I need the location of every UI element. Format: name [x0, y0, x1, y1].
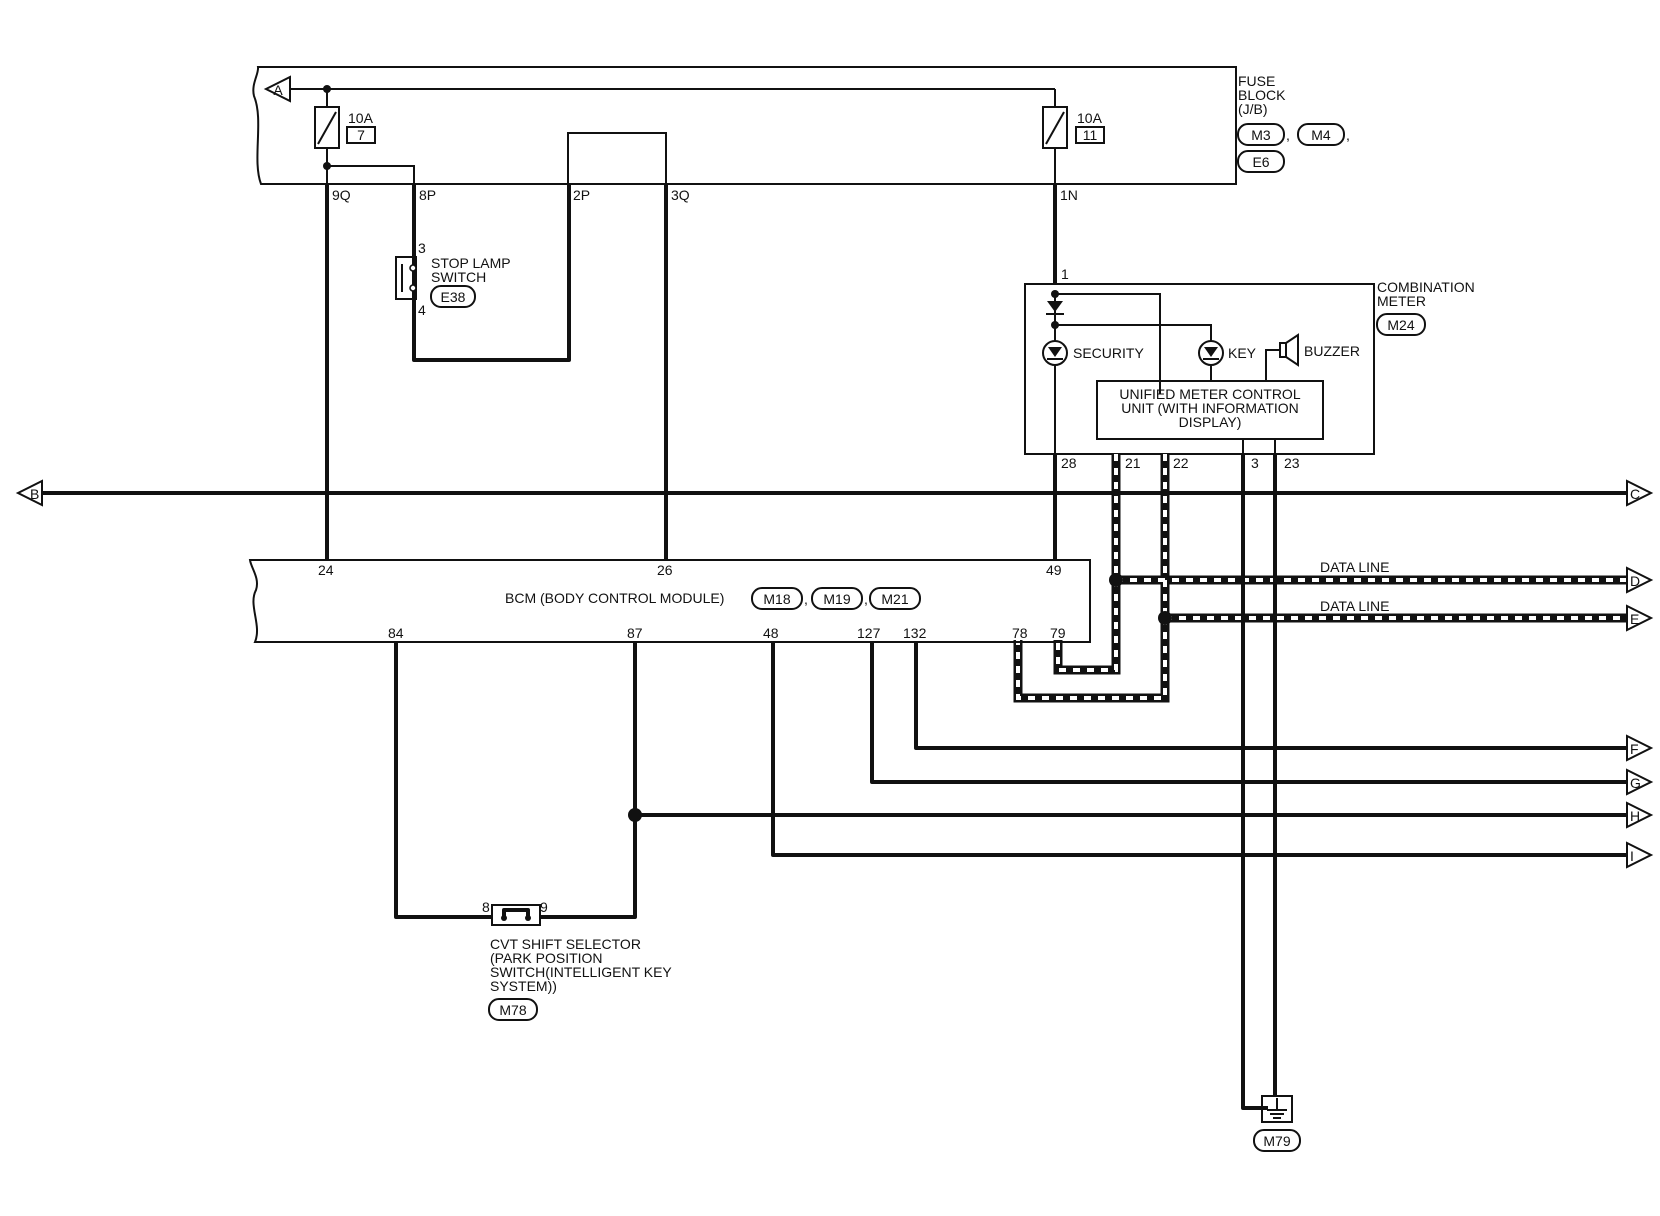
meter-pin-1: 1: [1061, 266, 1069, 282]
meter-pin-21: 21: [1125, 455, 1141, 471]
data-line-label-e: DATA LINE: [1320, 598, 1390, 614]
meter-pin-22: 22: [1173, 455, 1189, 471]
fuse-terminal-9q: 9Q: [332, 187, 351, 203]
fuse-11-icon: [1042, 106, 1068, 149]
continuation-label-f: F: [1630, 741, 1639, 757]
bcm-pin-49: 49: [1046, 562, 1062, 578]
stop-lamp-switch-label: STOP LAMP: [431, 255, 511, 271]
continuation-label-c: C: [1630, 486, 1640, 502]
continuation-label-g: G: [1630, 775, 1641, 791]
bcm-pin-84: 84: [388, 625, 404, 641]
fuse-connector-m3: M3: [1251, 127, 1271, 143]
fuse-block-title-2: BLOCK: [1238, 87, 1286, 103]
combination-meter-title: COMBINATION: [1377, 279, 1475, 295]
stop-lamp-pin-4: 4: [418, 302, 426, 318]
ground-icon: [1261, 1095, 1293, 1123]
bcm-pin-26: 26: [657, 562, 673, 578]
bcm-connector-m18: M18: [763, 591, 790, 607]
continuation-label-b: B: [30, 486, 39, 502]
cvt-shift-selector: 8 9 CVT SHIFT SELECTOR (PARK POSITION SW…: [394, 642, 672, 1021]
combination-meter: 1 SECURITY KEY BUZZER: [1024, 266, 1475, 471]
cvt-selector-label-4: SYSTEM)): [490, 978, 557, 994]
fuse-terminal-3q: 3Q: [671, 187, 690, 203]
cvt-pin-9: 9: [540, 899, 548, 915]
fuse-terminal-1n: 1N: [1060, 187, 1078, 203]
continuation-arrow-g: [1626, 768, 1654, 796]
buzzer-icon: [1279, 333, 1299, 367]
fuse-7-number: 7: [357, 127, 365, 143]
continuation-label-d: D: [1630, 573, 1640, 589]
combination-meter-connector: M24: [1387, 317, 1414, 333]
bcm-pin-78: 78: [1012, 625, 1028, 641]
sep-2: ,: [1346, 127, 1350, 143]
control-unit-label-3: DISPLAY): [1179, 414, 1242, 430]
continuation-arrow-e: [1626, 604, 1654, 632]
data-line-label-d: DATA LINE: [1320, 559, 1390, 575]
bcm-connector-m19: M19: [823, 591, 850, 607]
cvt-selector-label: CVT SHIFT SELECTOR: [490, 936, 641, 952]
sep-1: ,: [1286, 127, 1290, 143]
continuation-label-i: I: [1630, 848, 1634, 864]
continuation-arrow-i: [1626, 841, 1654, 869]
ground: M79: [1253, 1095, 1301, 1152]
stop-lamp-switch-label-2: SWITCH: [431, 269, 486, 285]
stop-lamp-switch: 3 4 STOP LAMP SWITCH E38: [395, 184, 571, 362]
sep-3: ,: [804, 591, 808, 607]
fuse-7-icon: [314, 106, 340, 149]
continuation-arrow-h: [1626, 801, 1654, 829]
meter-pin-3: 3: [1251, 455, 1259, 471]
fuse-11-rating: 10A: [1077, 110, 1103, 126]
bcm-pin-127: 127: [857, 625, 881, 641]
data-lines: DATA LINE DATA LINE D E: [1013, 454, 1654, 703]
continuation-arrow-f: [1626, 734, 1654, 762]
security-indicator-label: SECURITY: [1073, 345, 1144, 361]
meter-pin-28: 28: [1061, 455, 1077, 471]
key-indicator-label: KEY: [1228, 345, 1257, 361]
continuation-label-h: H: [1630, 808, 1640, 824]
stop-lamp-pin-3: 3: [418, 240, 426, 256]
continuation-arrow-c: [1626, 479, 1654, 507]
fuse-connector-e6: E6: [1252, 154, 1269, 170]
fuse-terminal-8p: 8P: [419, 187, 436, 203]
bcm-label: BCM (BODY CONTROL MODULE): [505, 590, 724, 606]
cvt-connector: M78: [499, 1002, 526, 1018]
continuation-label-e: E: [1630, 611, 1639, 627]
bus-b-c: B C: [15, 479, 1654, 507]
control-unit-label-2: UNIT (WITH INFORMATION: [1121, 400, 1299, 416]
key-led-icon: [1198, 340, 1224, 366]
bcm-pin-79: 79: [1050, 625, 1066, 641]
stop-lamp-connector: E38: [441, 289, 466, 305]
bcm-pin-132: 132: [903, 625, 927, 641]
control-unit-label: UNIFIED METER CONTROL: [1119, 386, 1300, 402]
bcm: 24 26 49 BCM (BODY CONTROL MODULE) M18 ,…: [248, 559, 1091, 643]
continuation-arrow-d: [1626, 566, 1654, 594]
bcm-connector-m21: M21: [881, 591, 908, 607]
buzzer-indicator-label: BUZZER: [1304, 343, 1360, 359]
fuse-7-rating: 10A: [348, 110, 374, 126]
ground-connector: M79: [1263, 1133, 1290, 1149]
continuation-label-a: A: [273, 82, 283, 98]
cvt-selector-label-3: SWITCH(INTELLIGENT KEY: [490, 964, 672, 980]
combination-meter-title-2: METER: [1377, 293, 1426, 309]
fuse-block: A 10A 7 10A 11 9Q 8P 2P 3Q 1N: [252, 66, 1350, 203]
bcm-pin-87: 87: [627, 625, 643, 641]
security-led-icon: [1042, 340, 1068, 366]
fuse-connector-m4: M4: [1311, 127, 1331, 143]
cvt-selector-label-2: (PARK POSITION: [490, 950, 603, 966]
fuse-11-number: 11: [1083, 127, 1098, 143]
cvt-pin-8: 8: [482, 899, 490, 915]
meter-pin-23: 23: [1284, 455, 1300, 471]
bcm-pin-48: 48: [763, 625, 779, 641]
bcm-pin-24: 24: [318, 562, 334, 578]
fuse-block-title-3: (J/B): [1238, 101, 1268, 117]
sep-4: ,: [864, 591, 868, 607]
fuse-terminal-2p: 2P: [573, 187, 590, 203]
fuse-block-title: FUSE: [1238, 73, 1275, 89]
